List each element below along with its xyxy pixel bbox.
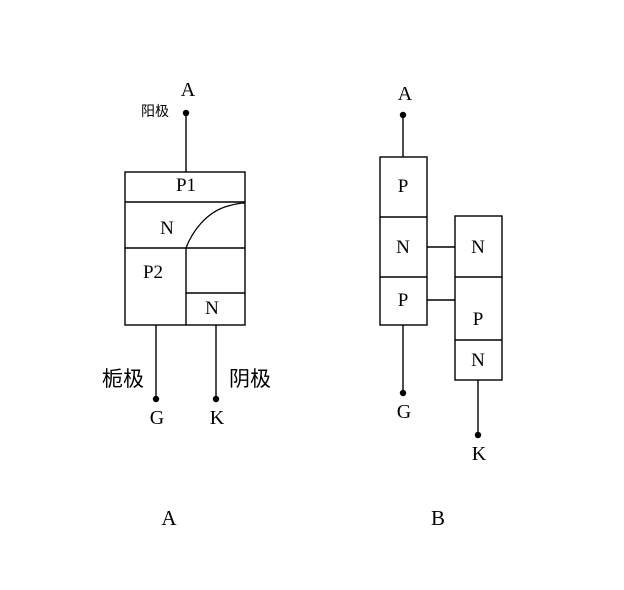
a-anode-letter: A	[180, 79, 196, 101]
subfigure-b-geometry	[379, 111, 503, 439]
a-gate-letter: G	[149, 407, 165, 429]
b-left-region-n-mid: N	[396, 237, 410, 258]
b-cathode-letter: K	[471, 443, 487, 465]
b-cathode-terminal-dot	[474, 431, 482, 439]
b-right-region-n-bot: N	[471, 350, 485, 371]
a-cathode-cn-label: 阴极	[229, 367, 271, 391]
b-right-region-p-mid: P	[472, 309, 484, 330]
a-cathode-terminal-dot	[212, 395, 220, 403]
b-anode-letter: A	[397, 83, 413, 105]
a-region-n1-label: N	[160, 218, 174, 239]
subfigure-a-geometry	[124, 109, 246, 403]
subfigure-b-caption: B	[430, 506, 445, 530]
b-left-region-p-top: P	[397, 176, 409, 197]
b-gate-terminal-dot	[399, 389, 407, 397]
b-gate-letter: G	[396, 401, 412, 423]
a-region-n2-label: N	[205, 298, 219, 319]
a-gate-terminal-dot	[152, 395, 160, 403]
b-left-region-p-bot: P	[397, 290, 409, 311]
a-anode-cn-label: 阳极	[141, 104, 169, 120]
subfigure-a-caption: A	[161, 506, 177, 530]
a-anode-terminal-dot	[182, 109, 190, 117]
b-anode-terminal-dot	[399, 111, 407, 119]
a-gate-cn-label: 栀极	[102, 367, 144, 391]
a-region-p2-label: P2	[142, 262, 164, 283]
a-depletion-curve	[185, 202, 246, 249]
a-cathode-letter: K	[209, 407, 225, 429]
a-region-p1-label: P1	[175, 175, 197, 196]
b-right-region-n-top: N	[471, 237, 485, 258]
